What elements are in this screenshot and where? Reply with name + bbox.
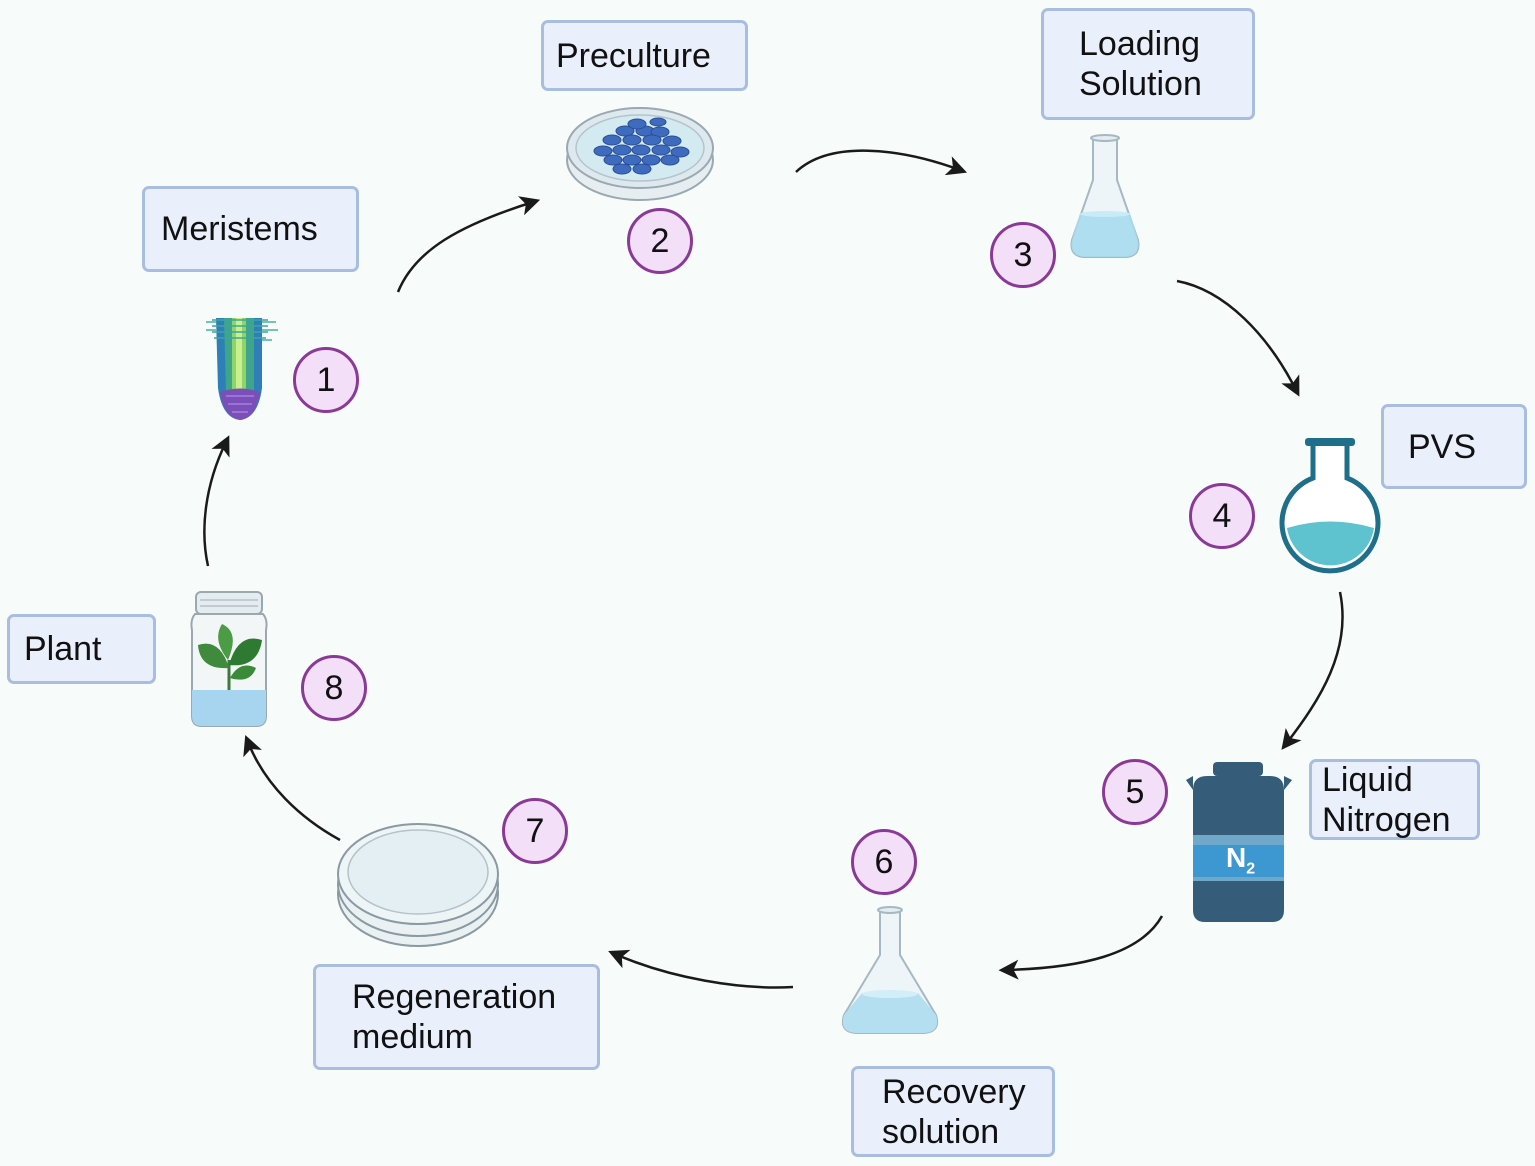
label-meristems-text: Meristems [161, 210, 318, 248]
step-number-3: 3 [990, 222, 1056, 288]
label-pvs-text: PVS [1408, 427, 1477, 466]
arrow-3-to-4 [1176, 279, 1300, 397]
dewar-element: N [1226, 842, 1247, 873]
step-number-6: 6 [851, 829, 917, 895]
step-number-5: 5 [1102, 759, 1168, 825]
label-liquid-nitrogen-text: Liquid Nitrogen [1322, 760, 1451, 839]
erlenmeyer-flask-icon [1070, 134, 1140, 258]
step-number-8: 8 [301, 655, 367, 721]
label-pvs: PVS [1381, 404, 1527, 489]
label-preculture-text: Preculture [556, 36, 711, 75]
liquid-nitrogen-dewar-icon [1186, 762, 1292, 922]
arrow-6-to-7 [608, 949, 794, 989]
label-plant-text: Plant [24, 630, 102, 668]
step-number-1: 1 [293, 347, 359, 413]
dewar-subscript: 2 [1246, 860, 1256, 878]
arrow-8-to-1 [203, 435, 230, 567]
arrow-2-to-3 [795, 149, 968, 176]
arrow-1-to-2 [396, 196, 541, 293]
label-recovery-solution-text: Recovery solution [882, 1072, 1026, 1151]
label-liquid-nitrogen: Liquid Nitrogen [1309, 759, 1480, 840]
step-number-4: 4 [1189, 483, 1255, 549]
label-loading-solution: Loading Solution [1041, 8, 1255, 120]
dewar-formula: N2 [1226, 842, 1255, 879]
root-meristem-icon [206, 318, 278, 420]
step-number-7: 7 [502, 798, 568, 864]
erlenmeyer-flask-icon [841, 906, 939, 1034]
petri-dish-icon [337, 823, 499, 947]
label-plant: Plant [7, 614, 156, 684]
step-number-2: 2 [627, 208, 693, 274]
culture-jar-with-plant-icon [190, 591, 268, 727]
label-recovery-solution: Recovery solution [851, 1066, 1055, 1157]
arrow-7-to-8 [243, 735, 341, 842]
label-meristems: Meristems [142, 186, 359, 272]
label-regeneration-medium-text: Regeneration medium [352, 978, 557, 1056]
label-preculture: Preculture [541, 20, 748, 91]
arrow-4-to-5 [1281, 591, 1344, 750]
round-bottom-flask-icon [1279, 438, 1381, 574]
label-loading-solution-text: Loading Solution [1079, 25, 1202, 103]
petri-dish-with-explants-icon [566, 107, 714, 201]
arrow-5-to-6 [998, 915, 1164, 980]
label-regeneration-medium: Regeneration medium [313, 964, 600, 1070]
